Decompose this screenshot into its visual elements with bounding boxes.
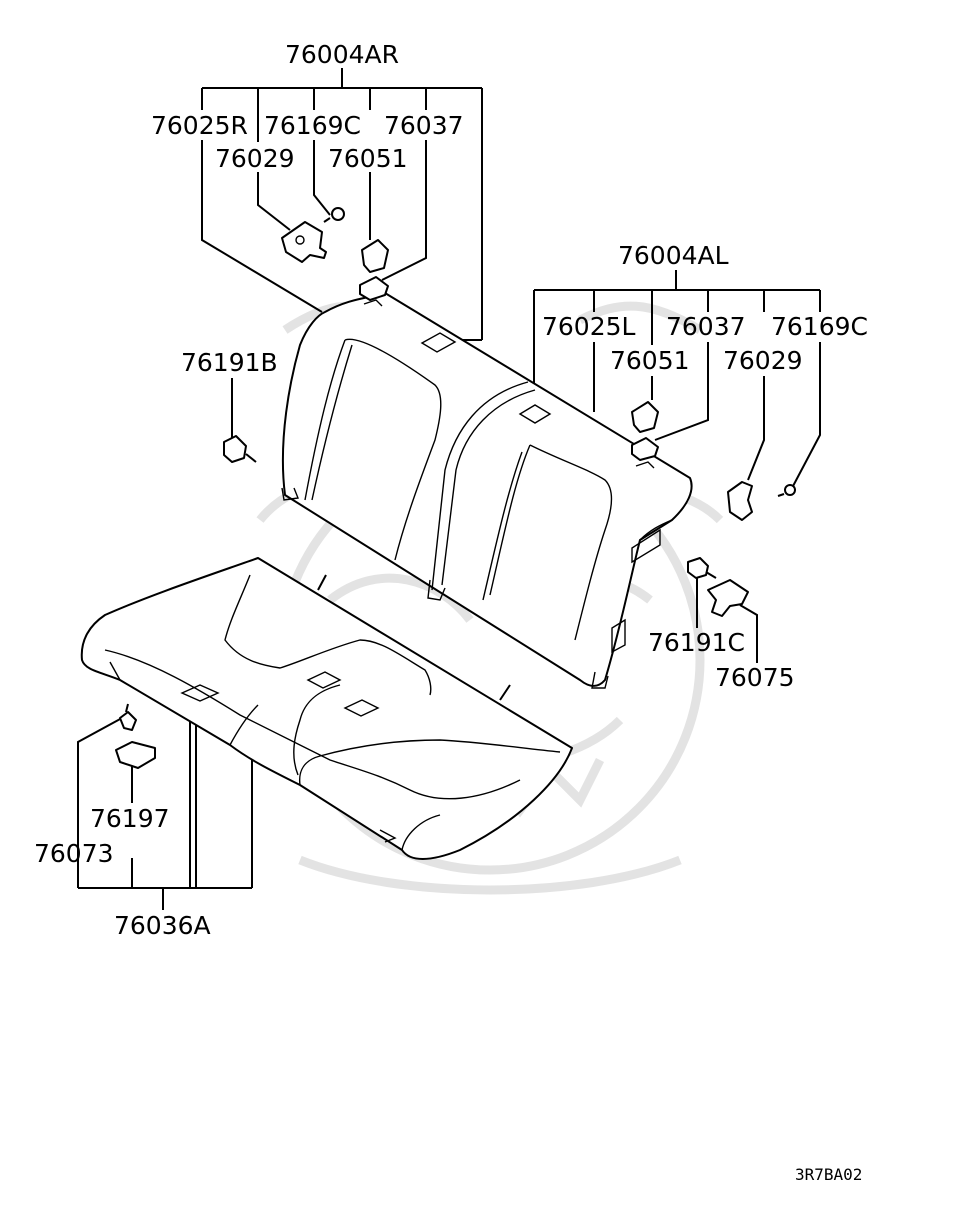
seat-back <box>281 292 693 689</box>
bezel-icon <box>359 276 389 301</box>
latch-bracket-icon <box>707 579 749 617</box>
bezel-slot-icon <box>363 299 383 307</box>
leader-lines-76004ar <box>201 68 483 341</box>
screw-icon-left <box>777 484 796 497</box>
label-76075: 76075 <box>715 663 795 692</box>
label-76169c-r: 76169C <box>264 111 361 140</box>
label-76004al: 76004AL <box>618 241 729 270</box>
bolt-icon-right <box>687 557 717 579</box>
label-76037-l: 76037 <box>666 312 746 341</box>
label-76073: 76073 <box>34 839 114 868</box>
label-76191c: 76191C <box>648 628 745 657</box>
leader-lines-76004al <box>533 270 821 489</box>
leader-lines-76191c-76075 <box>696 578 758 663</box>
hinge-bracket-icon-left <box>727 481 753 521</box>
leader-lines-76036a <box>77 700 253 910</box>
seat-cushion <box>80 557 573 860</box>
label-76169c-l: 76169C <box>771 312 868 341</box>
cover-plate-icon <box>115 741 156 769</box>
bolt-icon <box>223 435 257 463</box>
label-76029-r: 76029 <box>215 144 295 173</box>
label-76197: 76197 <box>90 804 170 833</box>
clip-icon <box>119 703 137 731</box>
diagram-code: 3R7BA02 <box>795 1165 862 1184</box>
label-76051-l: 76051 <box>610 346 690 375</box>
bezel-icon-left <box>631 437 659 461</box>
screw-icon <box>323 207 345 223</box>
bezel-slot-icon-left <box>635 461 655 469</box>
label-76029-l: 76029 <box>723 346 803 375</box>
label-76025l: 76025L <box>542 312 636 341</box>
label-76025r: 76025R <box>151 111 248 140</box>
label-76051-r: 76051 <box>328 144 408 173</box>
label-76037-r: 76037 <box>384 111 464 140</box>
cap-icon <box>361 239 389 273</box>
bracket-hole-icon <box>295 235 305 245</box>
label-76036a: 76036A <box>114 911 211 940</box>
label-76004ar: 76004AR <box>285 40 399 69</box>
label-76191b: 76191B <box>181 348 278 377</box>
cap-icon-left <box>631 401 659 433</box>
